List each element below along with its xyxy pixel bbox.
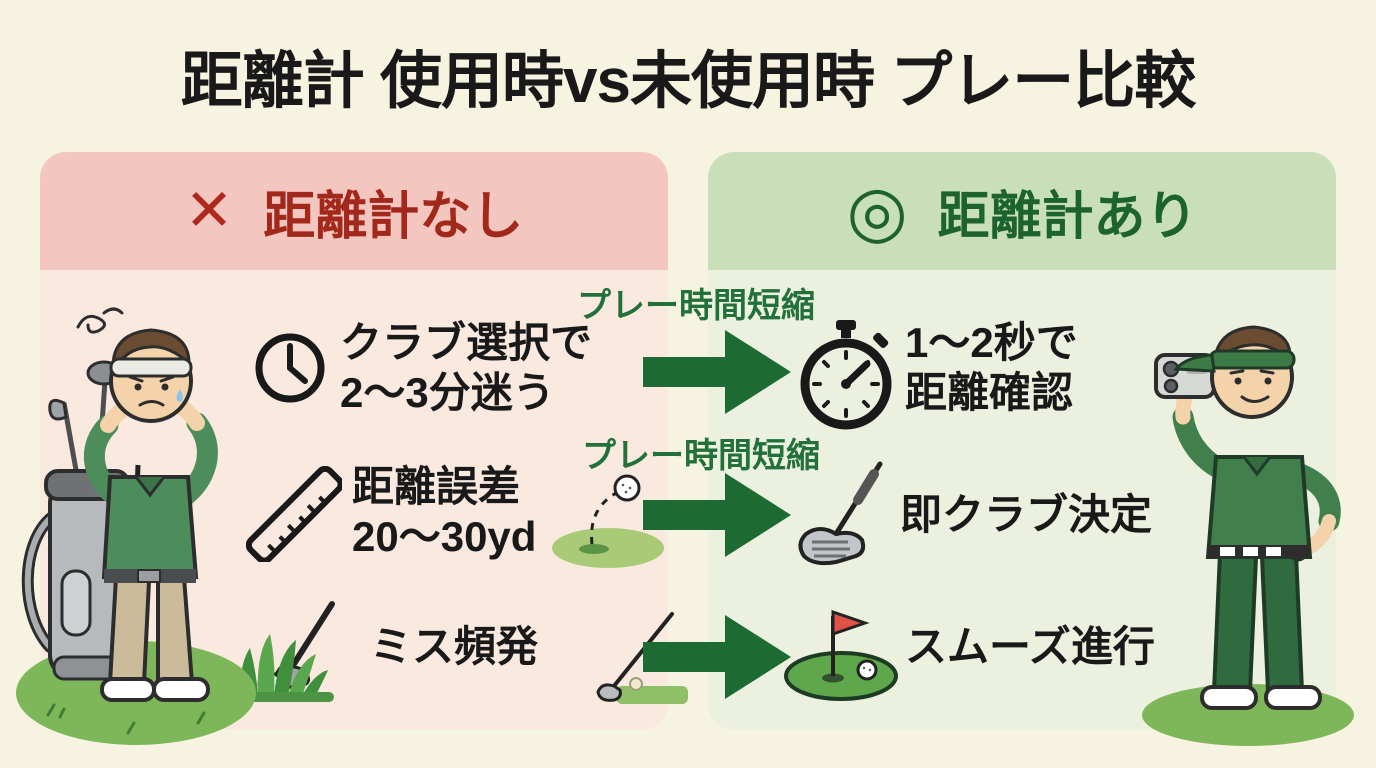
arrow-right-icon	[643, 609, 793, 705]
green-with-flag-icon	[783, 596, 901, 702]
iron-club-icon	[790, 460, 890, 570]
panel-without-title: 距離計なし	[263, 187, 524, 246]
bouncing-ball-on-green-icon	[548, 462, 670, 570]
yes-item-3-text: スムーズ進行	[905, 623, 1155, 670]
cross-mark-icon: ✕	[184, 178, 234, 243]
panel-with-header: ◎ 距離計あり	[708, 152, 1336, 270]
double-circle-mark-icon: ◎	[846, 172, 908, 250]
arrow-label-1: プレー時間短縮	[577, 287, 815, 325]
panel-without-header: ✕ 距離計なし	[40, 152, 668, 270]
arrow-right-icon	[643, 324, 793, 420]
club-on-mound-icon	[584, 610, 692, 710]
no-item-3-text: ミス頻発	[370, 623, 539, 670]
panel-with-title: 距離計あり	[937, 187, 1198, 246]
ruler-icon	[246, 466, 342, 562]
stopwatch-icon	[795, 318, 897, 432]
confused-golfer-illustration	[8, 285, 260, 760]
no-item-1-text: クラブ選択で 2〜3分迷う	[340, 319, 593, 417]
rangefinder-golfer-illustration	[1128, 285, 1368, 757]
arrow-label-2: プレー時間短縮	[582, 437, 820, 475]
no-item-2-text: 距離誤差 20〜30yd	[352, 463, 537, 561]
arrow-right-icon	[643, 467, 793, 563]
yes-item-1-text: 1〜2秒で 距離確認	[905, 319, 1078, 417]
page-title: 距離計 使用時vs未使用時 プレー比較	[180, 47, 1196, 116]
clock-icon	[252, 330, 328, 406]
yes-item-2-text: 即クラブ決定	[900, 491, 1153, 538]
grass-stuck-club-icon	[236, 596, 354, 706]
